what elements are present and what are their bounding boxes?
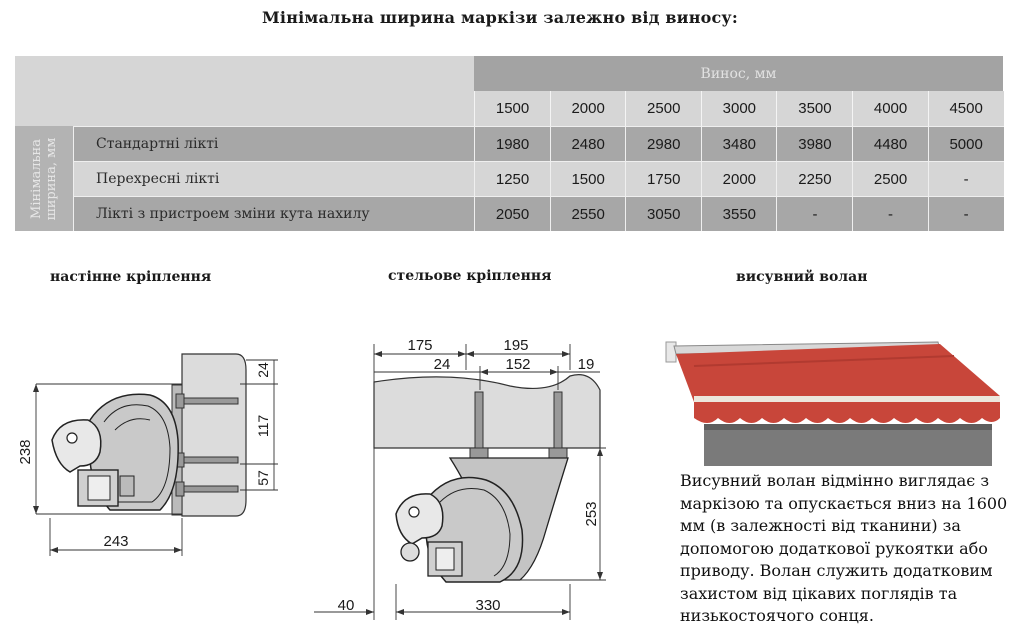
cassette-head (51, 419, 102, 473)
dim-ceiling-offset: 40 (338, 597, 355, 614)
wall-mount-drawing: 238 243 24 117 57 (17, 353, 278, 556)
row-label: Стандартні лікті (73, 126, 474, 161)
dim-ceiling-195: 195 (503, 337, 528, 354)
dim-ceiling-19: 19 (578, 356, 595, 373)
ceiling-mount-heading: стельове кріплення (388, 268, 552, 284)
projection-header: Винос, мм (474, 56, 1003, 91)
projection-header-cell: 1500 (474, 91, 551, 126)
table-cell: 2480 (549, 126, 626, 161)
dim-ceiling-175: 175 (407, 337, 432, 354)
table-cell: 2000 (700, 161, 777, 196)
dim-ceiling-height: 253 (583, 501, 600, 526)
dim-wall-height: 238 (17, 439, 34, 464)
awning-scallops (694, 402, 1000, 423)
side-label-line2: ширина, мм (44, 137, 59, 220)
valance-heading: висувний волан (736, 269, 868, 285)
wall-mount-heading: настінне кріплення (50, 269, 212, 285)
dim-wall-width: 243 (103, 533, 128, 550)
ceiling-shape (373, 374, 601, 449)
table-cell: - (927, 161, 1004, 196)
table-cell: 2250 (776, 161, 853, 196)
row-label: Перехресні лікті (73, 161, 474, 196)
valance-description: Висувний волан відмінно виглядає з маркі… (680, 471, 1008, 625)
ceiling-mount-drawing: 175 195 24 152 19 253 40 330 (314, 337, 606, 620)
bolts (175, 393, 239, 497)
table-cell: 1750 (625, 161, 702, 196)
projection-header-cell: 2000 (549, 91, 626, 126)
ceiling-bolts (469, 391, 568, 459)
table-cell: - (776, 196, 853, 231)
table-cell: - (852, 196, 929, 231)
dim-wall-mid: 117 (255, 415, 271, 438)
table-cell: 3480 (700, 126, 777, 161)
valance-illustration (665, 341, 1000, 466)
dim-wall-top: 24 (255, 362, 271, 378)
table-cell: 2050 (474, 196, 551, 231)
table-cell: 2980 (625, 126, 702, 161)
projection-header-cell: 2500 (625, 91, 702, 126)
table-cell: 1250 (474, 161, 551, 196)
dim-ceiling-width: 330 (475, 597, 500, 614)
page-title: Мінімальна ширина маркізи залежно від ви… (262, 8, 738, 27)
table-cell: 3050 (625, 196, 702, 231)
awning-bracket (665, 341, 677, 363)
projection-header-cell: 3500 (776, 91, 853, 126)
awning-canopy (676, 344, 1000, 402)
side-label-line1: Мінімальна (29, 138, 44, 219)
table-cell: 1980 (474, 126, 551, 161)
table-cell: 5000 (927, 126, 1004, 161)
table-cell: - (927, 196, 1004, 231)
table-cell: 4480 (852, 126, 929, 161)
projection-header-cell: 3000 (700, 91, 777, 126)
table-corner (15, 56, 474, 126)
valance-fabric (704, 424, 992, 466)
dim-ceiling-24: 24 (434, 356, 451, 373)
row-label: Лікті з пристроем зміни кута нахилу (73, 196, 474, 231)
dim-wall-low: 57 (255, 470, 271, 486)
wall-shape (181, 353, 247, 517)
table-cell: 1500 (549, 161, 626, 196)
projection-header-cell: 4500 (927, 91, 1004, 126)
table-cell: 3550 (700, 196, 777, 231)
table-cell: 2550 (549, 196, 626, 231)
table-cell: 3980 (776, 126, 853, 161)
table-cell: 2500 (852, 161, 929, 196)
projection-header-cell: 4000 (852, 91, 929, 126)
dim-ceiling-152: 152 (505, 356, 530, 373)
